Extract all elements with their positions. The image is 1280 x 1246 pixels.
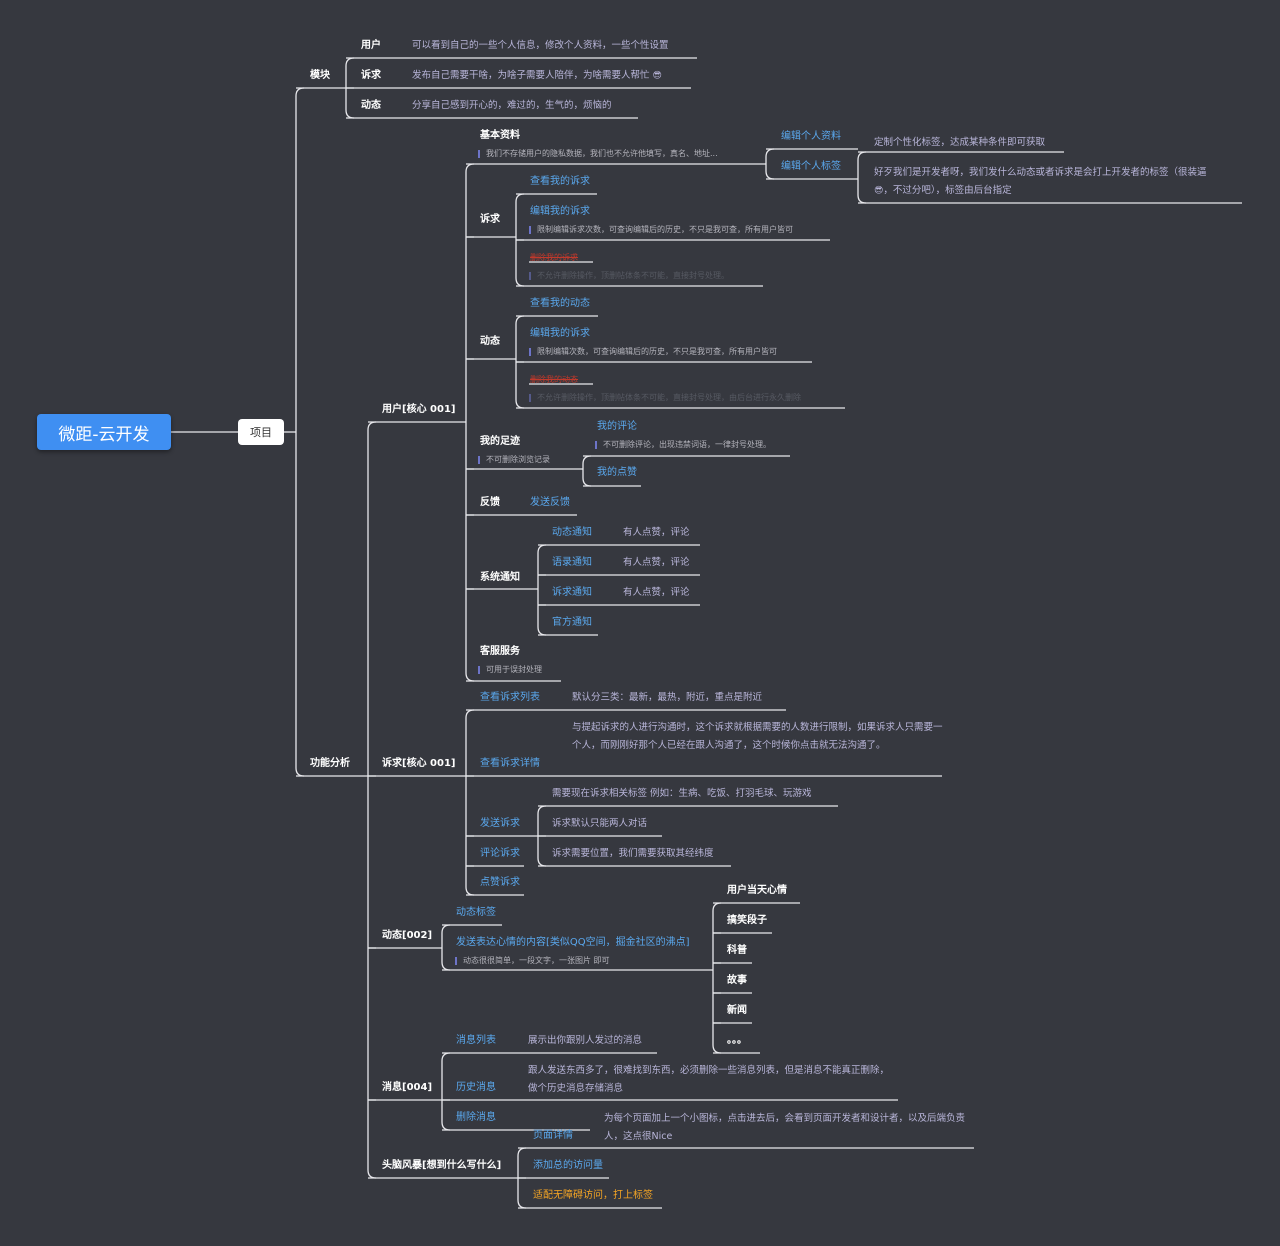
module-user-desc: 可以看到自己的一些个人信息，修改个人资料，一些个性设置	[412, 40, 669, 51]
analysis-bus	[367, 421, 377, 1179]
edit-my-moment[interactable]: 编辑我的诉求	[530, 328, 590, 339]
tag-jokes[interactable]: 搞笑段子	[727, 915, 767, 926]
notify-appeal[interactable]: 诉求通知	[552, 587, 592, 598]
accessibility[interactable]: 适配无障碍访问，打上标签	[533, 1190, 653, 1201]
tags-bus	[712, 902, 722, 1054]
system-notify-node[interactable]: 系统通知	[480, 572, 520, 583]
footprint-note: 不可删除浏览记录	[478, 456, 550, 464]
tag-science[interactable]: 科普	[727, 945, 747, 956]
user-core-node[interactable]: 用户[核心 001]	[382, 404, 456, 415]
my-likes[interactable]: 我的点赞	[597, 467, 637, 478]
project-bus	[295, 87, 305, 777]
notify-quote[interactable]: 语录通知	[552, 557, 592, 568]
edit-my-appeal[interactable]: 编辑我的诉求	[530, 206, 590, 217]
basic-info-node[interactable]: 基本资料	[480, 130, 520, 141]
delete-my-appeal[interactable]: 删除我的诉求	[530, 253, 578, 262]
my-comments-note: 不可删除评论，出现违禁词语，一律封号处理。	[595, 441, 771, 449]
module-moment-desc: 分享自己感到开心的，难过的，生气的，烦恼的	[412, 100, 612, 111]
message-history-desc: 跟人发送东西多了，很难找到东西，必须删除一些消息列表，但是消息不能真正删除，做个…	[528, 1065, 890, 1094]
comment-appeal[interactable]: 评论诉求	[480, 848, 520, 859]
send-appeal-two: 诉求默认只能两人对话	[552, 818, 648, 829]
edit-my-moment-note: 限制编辑次数，可查询编辑后的历史，不只是我可查，所有用户皆可	[529, 348, 777, 356]
notify-bus	[537, 544, 547, 636]
root-node[interactable]: 微距-云开发	[37, 414, 171, 450]
tag-mood[interactable]: 用户当天心情	[727, 885, 787, 896]
footprint-node[interactable]: 我的足迹	[480, 436, 520, 447]
add-visits[interactable]: 添加总的访问量	[533, 1160, 603, 1171]
delete-my-moment-note: 不允许删除操作，顶删帖体条不可能，直接封号处理，由后台进行永久删除	[529, 394, 801, 402]
sunglasses-emoji-icon: 😎	[652, 71, 662, 81]
appeal-detail[interactable]: 查看诉求详情	[480, 758, 540, 769]
tag-news[interactable]: 新闻	[727, 1005, 747, 1016]
send-appeal[interactable]: 发送诉求	[480, 818, 520, 829]
dev-tags-node: 好歹我们是开发者呀，我们发什么动态或者诉求是会打上开发者的标签（很装逼	[874, 167, 1207, 178]
customer-service-note: 可用于误封处理	[478, 666, 542, 674]
footprint-bus	[582, 455, 592, 487]
basic-info-note: 我们不存储用户的隐私数据，我们也不允许他填写，真名、地址...	[478, 150, 718, 158]
notify-appeal-desc: 有人点赞，评论	[623, 587, 690, 598]
my-comments[interactable]: 我的评论	[597, 421, 637, 432]
tag-more[interactable]: 。。。	[727, 1035, 747, 1046]
message-list-desc: 展示出你跟别人发过的消息	[528, 1035, 643, 1046]
modules-node[interactable]: 模块	[310, 70, 330, 81]
tag-story[interactable]: 故事	[727, 975, 747, 986]
like-appeal[interactable]: 点赞诉求	[480, 877, 520, 888]
moment-publish[interactable]: 发送表达心情的内容[类似QQ空间，掘金社区的沸点]	[456, 937, 690, 948]
analysis-node[interactable]: 功能分析	[310, 758, 350, 769]
notify-quote-desc: 有人点赞，评论	[623, 557, 690, 568]
delete-my-appeal-note: 不允许删除操作，顶删帖体条不可能，直接封号处理。	[529, 272, 729, 280]
message-delete[interactable]: 删除消息	[456, 1112, 496, 1123]
basic-bus	[765, 148, 775, 180]
appeal-list-desc: 默认分三类：最新，最热，附近，重点是附近	[572, 692, 763, 703]
moment-core-bus	[441, 924, 451, 971]
module-appeal[interactable]: 诉求	[361, 70, 381, 81]
project-node[interactable]: 项目	[238, 419, 284, 445]
moment-core-node[interactable]: 动态[002]	[382, 930, 433, 941]
send-appeal-tags: 需要现在诉求相关标签 例如：生病、吃饭、打羽毛球、玩游戏	[552, 788, 812, 799]
edit-profile-node[interactable]: 编辑个人资料	[781, 131, 841, 142]
edit-bus	[857, 151, 867, 204]
message-history[interactable]: 历史消息	[456, 1082, 496, 1093]
custom-tags-node: 定制个性化标签，达成某种条件即可获取	[874, 137, 1046, 148]
module-user[interactable]: 用户	[361, 40, 381, 51]
my-moment-node[interactable]: 动态	[480, 336, 500, 347]
message-node[interactable]: 消息[004]	[382, 1082, 433, 1093]
user-core-bus	[465, 163, 475, 682]
notify-moment[interactable]: 动态通知	[552, 527, 592, 538]
delete-my-moment[interactable]: 删除我的动态	[530, 375, 578, 384]
page-detail-desc: 为每个页面加上一个小图标，点击进去后，会看到页面开发者和设计者，以及后端负责人，…	[604, 1113, 966, 1142]
brainstorm-node[interactable]: 头脑风暴[想到什么写什么]	[382, 1160, 502, 1171]
appeal-core-node[interactable]: 诉求[核心 001]	[382, 758, 456, 769]
send-feedback[interactable]: 发送反馈	[530, 497, 570, 508]
view-my-moment[interactable]: 查看我的动态	[530, 298, 590, 309]
module-appeal-desc: 发布自己需要干啥，为啥子需要人陪伴，为啥需要人帮忙 😎	[412, 70, 662, 81]
moment-publish-note: 动态很很简单，一段文字，一张图片 即可	[455, 957, 610, 965]
edit-my-appeal-note: 限制编辑诉求次数，可查询编辑后的历史，不只是我可查，所有用户皆可	[529, 226, 793, 234]
notify-moment-desc: 有人点赞，评论	[623, 527, 690, 538]
edit-tags-node[interactable]: 编辑个人标签	[781, 161, 841, 172]
module-moment[interactable]: 动态	[361, 100, 381, 111]
customer-service-node[interactable]: 客服服务	[480, 646, 520, 657]
dev-tags-node-cont: 😎，不过分吧），标签由后台指定	[874, 185, 1012, 196]
appeal-core-bus	[465, 709, 475, 896]
notify-official[interactable]: 官方通知	[552, 617, 592, 628]
message-list[interactable]: 消息列表	[456, 1035, 496, 1046]
send-appeal-location: 诉求需要位置，我们需要获取其经纬度	[552, 848, 714, 859]
page-detail[interactable]: 页面详情	[533, 1130, 573, 1141]
my-appeal-node[interactable]: 诉求	[480, 214, 500, 225]
message-bus	[441, 1052, 451, 1131]
appeal-list[interactable]: 查看诉求列表	[480, 692, 540, 703]
sunglasses-emoji-icon: 😎	[874, 186, 884, 196]
feedback-node[interactable]: 反馈	[480, 497, 500, 508]
appeal-detail-desc: 与提起诉求的人进行沟通时，这个诉求就根据需要的人数进行限制，如果诉求人只需要一个…	[572, 722, 943, 751]
moment-tags[interactable]: 动态标签	[456, 907, 496, 918]
view-my-appeal[interactable]: 查看我的诉求	[530, 176, 590, 187]
